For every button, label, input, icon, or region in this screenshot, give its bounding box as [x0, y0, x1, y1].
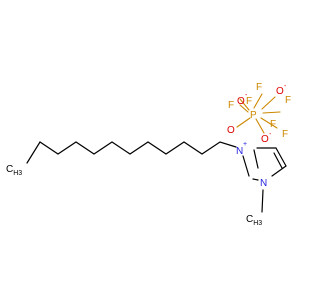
fluorine-lower-right: F: [282, 129, 288, 140]
svg-text:CH3: CH3: [246, 214, 262, 227]
svg-text:N: N: [236, 146, 243, 157]
p-f-right-bond: [262, 111, 281, 114]
fluorine-right: F: [285, 95, 291, 106]
ring-inner-bond: [253, 149, 259, 169]
terminal-methyl-label: CH3: [6, 164, 22, 177]
svg-text:N: N: [260, 178, 267, 189]
p-o-upper-right-bond: [261, 96, 276, 110]
p-f-lower-right-bond: [260, 117, 278, 129]
p-f-top-bond: [253, 93, 263, 109]
molecule-drawing: CH3 N + N CH3 P F F F: [6, 82, 291, 227]
oxygen-bottom: O -: [261, 131, 272, 145]
fluorine-left: F: [228, 100, 234, 111]
oxygen-upper-right: O -: [276, 83, 287, 97]
svg-text:-: -: [245, 92, 248, 99]
fluorine-top: F: [256, 82, 262, 93]
p-f-left-bond: [239, 98, 250, 111]
svg-text:+: +: [243, 141, 247, 148]
imidazolium-ring: [242, 147, 287, 213]
ring-bond-c4-c5-double: [273, 152, 283, 169]
phosphorus-label: P: [250, 110, 257, 121]
p-o-lower-left-bond: [236, 117, 251, 128]
n-label: N: [260, 178, 267, 189]
alkyl-chain: [26, 141, 237, 164]
svg-text:O: O: [237, 96, 245, 107]
svg-text:-: -: [269, 131, 272, 138]
svg-text:O: O: [276, 86, 284, 97]
svg-text:O: O: [261, 134, 269, 145]
ring-bond-c4-c5: [275, 147, 287, 167]
fluorine-upper-left: F: [246, 96, 252, 107]
chain-bonds: [26, 141, 237, 164]
ring-bond-n3-c4: [271, 165, 287, 177]
fluorine-right-mid: F: [270, 119, 276, 130]
n-methyl-bond: [261, 189, 264, 213]
ring-bond-n1-c2: [242, 155, 250, 177]
n-methyl-label: CH3: [246, 214, 262, 227]
svg-text:-: -: [284, 83, 287, 90]
ring-bond-c2-n3: [252, 178, 259, 181]
anion-bonds: [236, 93, 281, 134]
p-o-left-bond: [239, 104, 249, 113]
svg-text:O: O: [227, 125, 235, 136]
svg-text:CH3: CH3: [6, 164, 22, 177]
n-plus-label: N +: [236, 141, 247, 157]
p-o-bottom-bond: [255, 118, 265, 134]
structure-canvas: CH3 N + N CH3 P F F F: [6, 82, 291, 227]
oxygen-lower-left: O: [227, 125, 235, 136]
oxygen-left: O -: [237, 92, 248, 107]
